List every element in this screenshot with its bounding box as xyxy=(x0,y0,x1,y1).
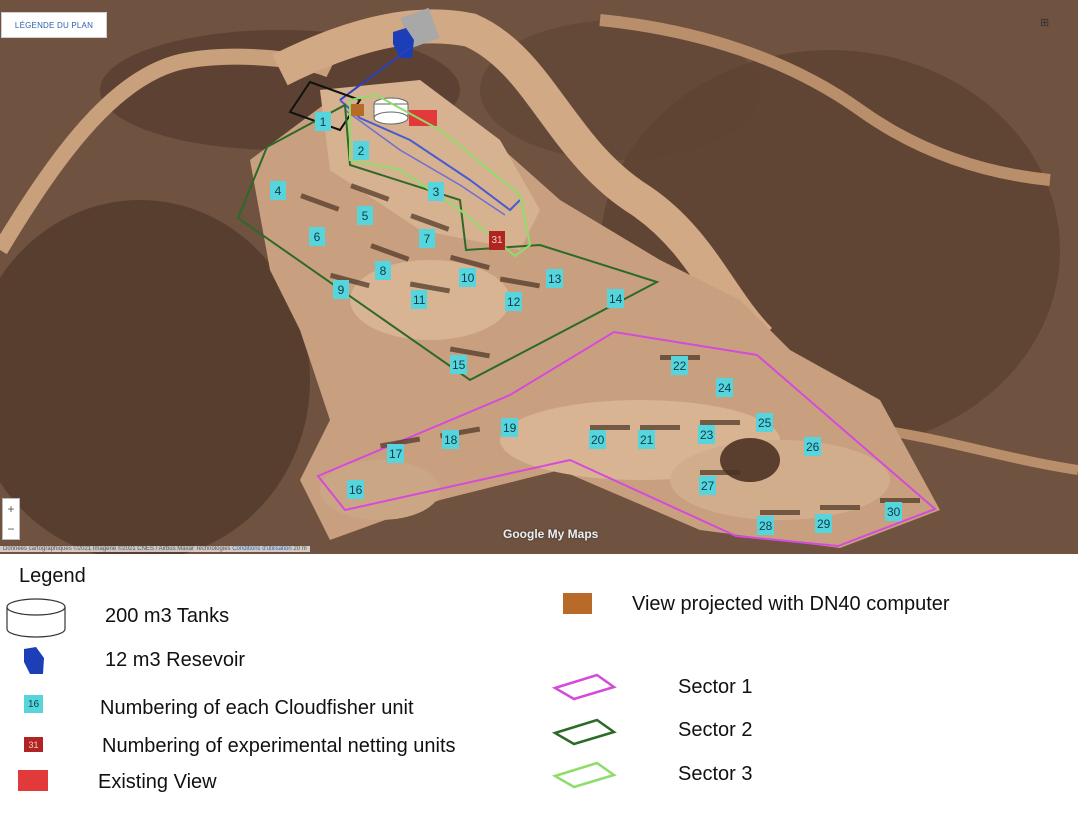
scale-label: 20 m xyxy=(293,546,307,552)
unit-label-21[interactable]: 21 xyxy=(638,430,656,449)
attribution-text: Données cartographiques ©2021 Imagerie ©… xyxy=(3,546,231,552)
fullscreen-icon[interactable]: ⊞ xyxy=(1040,17,1050,29)
legend-sector-1: Sector 1 xyxy=(678,676,753,698)
projected-view-icon xyxy=(563,593,592,614)
unit-label-7[interactable]: 7 xyxy=(419,229,435,248)
zoom-control[interactable]: + − xyxy=(2,498,20,540)
unit-label-17[interactable]: 17 xyxy=(387,444,405,463)
legend-reservoir: 12 m3 Resevoir xyxy=(105,649,246,671)
terms-link[interactable]: Conditions d'utilisation xyxy=(232,546,292,552)
legend-sector-3: Sector 3 xyxy=(678,763,753,785)
map-imagery xyxy=(0,0,1078,554)
unit-label-24[interactable]: 24 xyxy=(716,378,734,397)
unit-label-16[interactable]: 16 xyxy=(347,480,365,499)
sector-2-icon xyxy=(551,718,617,746)
unit-label-8[interactable]: 8 xyxy=(375,261,391,280)
unit-label-4[interactable]: 4 xyxy=(270,181,286,200)
legend-projected: View projected with DN40 computer xyxy=(632,593,950,615)
cloudfisher-icon xyxy=(24,695,43,713)
sector-1-icon xyxy=(551,673,617,701)
unit-label-29[interactable]: 29 xyxy=(815,514,833,533)
unit-label-12[interactable]: 12 xyxy=(505,292,523,311)
unit-label-10[interactable]: 10 xyxy=(459,268,477,287)
map-legend-button[interactable]: LÉGENDE DU PLAN xyxy=(1,12,107,38)
reservoir-icon xyxy=(24,647,44,674)
experimental-unit-label[interactable]: 31 xyxy=(489,231,505,250)
unit-label-26[interactable]: 26 xyxy=(804,437,822,456)
unit-label-15[interactable]: 15 xyxy=(450,355,468,374)
unit-label-3[interactable]: 3 xyxy=(428,182,444,201)
unit-label-13[interactable]: 13 xyxy=(546,269,564,288)
zoom-out-button[interactable]: − xyxy=(7,522,15,536)
legend-existing: Existing View xyxy=(98,771,217,793)
unit-label-27[interactable]: 27 xyxy=(699,476,717,495)
unit-label-9[interactable]: 9 xyxy=(333,280,349,299)
zoom-in-button[interactable]: + xyxy=(7,502,15,516)
unit-label-1[interactable]: 1 xyxy=(315,112,331,131)
legend-cloudfisher: Numbering of each Cloudfisher unit xyxy=(100,697,414,719)
unit-label-22[interactable]: 22 xyxy=(671,356,689,375)
experimental-icon xyxy=(24,737,43,752)
legend-symbols xyxy=(6,593,617,791)
unit-label-23[interactable]: 23 xyxy=(698,425,716,444)
unit-label-5[interactable]: 5 xyxy=(357,206,373,225)
unit-label-18[interactable]: 18 xyxy=(442,430,460,449)
unit-label-30[interactable]: 30 xyxy=(885,502,903,521)
cloudfisher-sample-number: 16 xyxy=(27,698,40,710)
unit-label-14[interactable]: 14 xyxy=(607,289,625,308)
legend-title: Legend xyxy=(19,565,86,587)
unit-label-28[interactable]: 28 xyxy=(757,516,775,535)
legend-tanks: 200 m3 Tanks xyxy=(105,605,230,627)
unit-label-25[interactable]: 25 xyxy=(756,413,774,432)
tank-icon xyxy=(6,598,66,638)
unit-label-20[interactable]: 20 xyxy=(589,430,607,449)
google-mymaps-watermark: Google My Maps xyxy=(503,527,599,541)
unit-label-11[interactable]: 11 xyxy=(411,290,428,309)
unit-label-19[interactable]: 19 xyxy=(501,418,519,437)
unit-label-6[interactable]: 6 xyxy=(309,227,325,246)
satellite-map[interactable]: LÉGENDE DU PLAN ⊞ + − Google My Maps Don… xyxy=(0,0,1078,554)
sector-3-icon xyxy=(551,761,617,789)
legend-sector-2: Sector 2 xyxy=(678,719,753,741)
experimental-sample-number: 31 xyxy=(28,739,39,750)
existing-view-icon xyxy=(18,770,48,791)
unit-label-2[interactable]: 2 xyxy=(353,141,369,160)
legend-experimental: Numbering of experimental netting units xyxy=(102,735,456,757)
map-attribution: Données cartographiques ©2021 Imagerie ©… xyxy=(0,546,310,552)
